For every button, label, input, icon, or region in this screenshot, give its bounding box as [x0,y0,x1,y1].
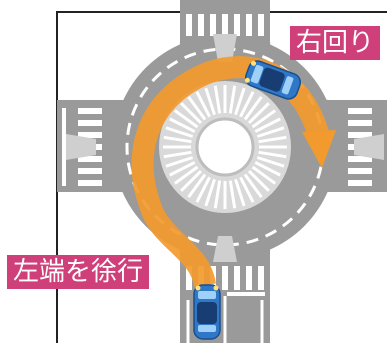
crosswalk-north [186,14,264,36]
arrow-head [302,130,336,168]
right-turn-label: 右回り [290,26,381,60]
south-lane-markings [186,296,264,343]
car-entering [193,284,221,340]
left-slow-label: 左端を徐行 [7,255,150,289]
apron-pattern [163,85,287,209]
car-on-roundabout [244,60,302,100]
central-island [195,117,255,177]
